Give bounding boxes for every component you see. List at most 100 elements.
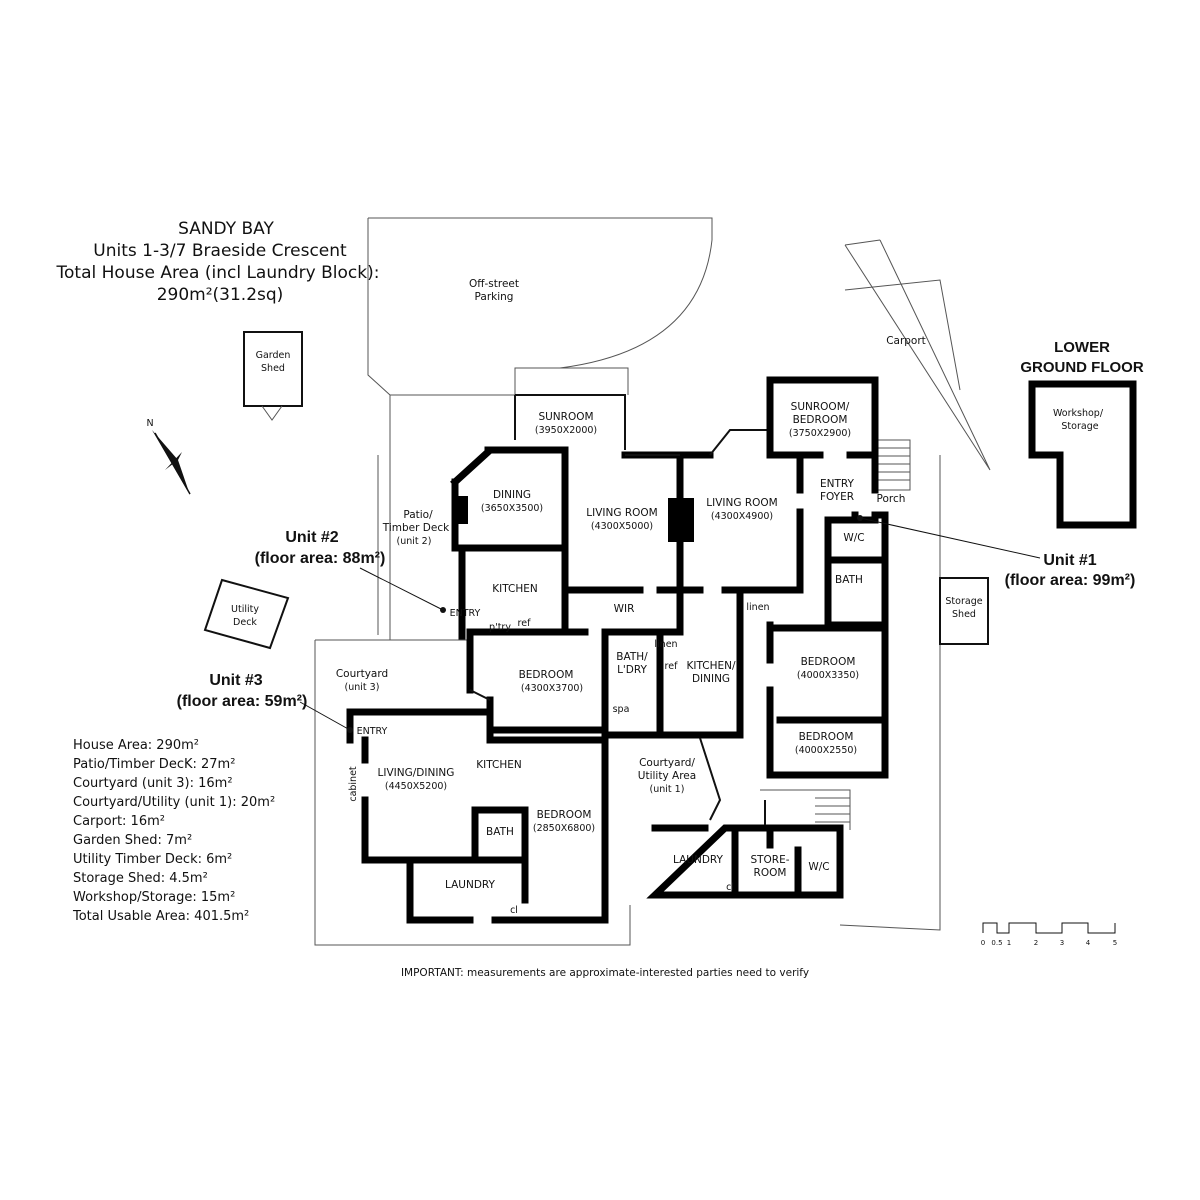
room-label: Porch — [877, 493, 906, 505]
scale-bar: 0 0.5 1 2 3 4 5 — [981, 922, 1117, 947]
room-dimensions: (4450X5200) — [385, 781, 447, 792]
room-label: LIVING ROOM — [586, 507, 657, 519]
unit-1-name: Unit #1 — [1043, 552, 1096, 569]
room-label: Shed — [261, 363, 285, 374]
scale-tick: 0 — [981, 939, 985, 947]
room-label: SUNROOM/ — [791, 401, 850, 413]
legend-item: Utility Timber Deck: 6m² — [73, 852, 232, 867]
scale-tick: 4 — [1086, 939, 1091, 947]
room-label: Patio/ — [403, 509, 433, 521]
room-label: cabinet — [348, 766, 359, 802]
garden-shed: Garden Shed — [243, 331, 303, 421]
room-label: DINING — [692, 673, 730, 685]
room-dimensions: (2850X6800) — [533, 823, 595, 834]
room-label: ENTRY — [820, 478, 855, 490]
room-dimensions: (4000X3350) — [797, 670, 859, 681]
section-heading: LOWER — [1054, 339, 1110, 356]
room-label: SUNROOM — [538, 411, 593, 423]
room-label: Timber Deck — [382, 522, 450, 534]
room-label: STORE- — [750, 854, 789, 866]
room-label: LAUNDRY — [445, 879, 496, 891]
room-label: Storage — [945, 596, 982, 607]
walls — [346, 376, 889, 924]
legend-item: Carport: 16m² — [73, 814, 165, 829]
room-label: Parking — [475, 291, 514, 303]
room-label: cl — [726, 882, 734, 893]
title-line: Units 1-3/7 Braeside Crescent — [93, 241, 347, 261]
room-label: Workshop/ — [1053, 408, 1104, 419]
room-dimensions: (3750X2900) — [789, 428, 851, 439]
room-dimensions: (4300X3700) — [521, 683, 583, 694]
room-label: BEDROOM — [801, 656, 856, 668]
room-label: p'try — [489, 622, 511, 633]
room-label: Storage — [1061, 421, 1098, 432]
plan-title: SANDY BAY Units 1-3/7 Braeside Crescent … — [56, 219, 380, 305]
unit-3-area: (floor area: 59m²) — [177, 693, 308, 710]
room-label: Off-street — [469, 278, 519, 290]
legend-item: Workshop/Storage: 15m² — [73, 890, 235, 905]
legend-item: Courtyard (unit 3): 16m² — [73, 776, 233, 791]
lower-ground-floor: LOWER GROUND FLOOR Workshop/ Storage — [1020, 339, 1144, 529]
room-label: Utility Area — [638, 770, 696, 782]
room-label: BATH — [486, 826, 514, 838]
legend-item: Storage Shed: 4.5m² — [73, 871, 208, 886]
entry-label: ENTRY — [450, 608, 481, 619]
room-label: linen — [746, 602, 769, 613]
room-label: Utility — [231, 604, 259, 615]
room-label: ref — [665, 661, 679, 672]
room-label: BEDROOM — [799, 731, 854, 743]
room-dimensions: (4000X2550) — [795, 745, 857, 756]
room-label: FOYER — [820, 491, 854, 503]
legend-item: Garden Shed: 7m² — [73, 833, 192, 848]
room-label: BEDROOM — [519, 669, 574, 681]
room-label: KITCHEN/ — [686, 660, 735, 672]
legend-item: Patio/Timber DecK: 27m² — [73, 757, 235, 772]
room-label: Shed — [952, 609, 976, 620]
north-arrow-icon: N — [146, 418, 191, 495]
room-label: W/C — [808, 861, 829, 873]
room-label: (unit 1) — [650, 784, 685, 795]
room-label: BATH/ — [616, 651, 648, 663]
room-dimensions: (4300X5000) — [591, 521, 653, 532]
site-outlines — [314, 217, 991, 946]
unit-2-area: (floor area: 88m²) — [255, 550, 386, 567]
title-line: SANDY BAY — [178, 219, 274, 239]
unit-1-area: (floor area: 99m²) — [1005, 572, 1136, 589]
room-label: (unit 2) — [397, 536, 432, 547]
room-label: BATH — [835, 574, 863, 586]
area-legend: House Area: 290m² Patio/Timber DecK: 27m… — [72, 738, 275, 924]
unit-callouts: Unit #2 (floor area: 88m²) Unit #3 (floo… — [177, 515, 1136, 733]
room-label: cl — [510, 905, 518, 916]
room-label: (unit 3) — [345, 682, 380, 693]
room-label: ROOM — [754, 867, 787, 879]
room-label: spa — [613, 704, 630, 715]
room-label: DINING — [493, 489, 531, 501]
scale-tick: 1 — [1007, 939, 1011, 947]
room-dimensions: (3650X3500) — [481, 503, 543, 514]
title-line: 290m²(31.2sq) — [157, 285, 284, 305]
room-label: Deck — [233, 617, 257, 628]
unit-3-name: Unit #3 — [209, 672, 262, 689]
legend-item: Courtyard/Utility (unit 1): 20m² — [73, 795, 275, 810]
room-label: KITCHEN — [476, 759, 522, 771]
room-label: L'DRY — [617, 664, 647, 676]
room-label: linen — [654, 639, 677, 650]
room-label: KITCHEN — [492, 583, 538, 595]
room-label: LIVING ROOM — [706, 497, 777, 509]
room-dimensions: (4300X4900) — [711, 511, 773, 522]
room-label: Garden — [256, 350, 291, 361]
room-dimensions: (3950X2000) — [535, 425, 597, 436]
entry-label: ENTRY — [357, 726, 388, 737]
disclaimer: IMPORTANT: measurements are approximate-… — [401, 967, 809, 979]
stairs — [815, 439, 911, 830]
room-label: LAUNDRY — [673, 854, 724, 866]
unit-2-name: Unit #2 — [285, 529, 338, 546]
legend-item: House Area: 290m² — [73, 738, 199, 753]
room-label: WIR — [614, 603, 635, 615]
title-line: Total House Area (incl Laundry Block): — [56, 263, 380, 283]
room-label: W/C — [843, 532, 864, 544]
room-label: Courtyard — [336, 668, 388, 680]
scale-tick: 0.5 — [991, 939, 1002, 947]
room-label: Courtyard/ — [639, 757, 695, 769]
